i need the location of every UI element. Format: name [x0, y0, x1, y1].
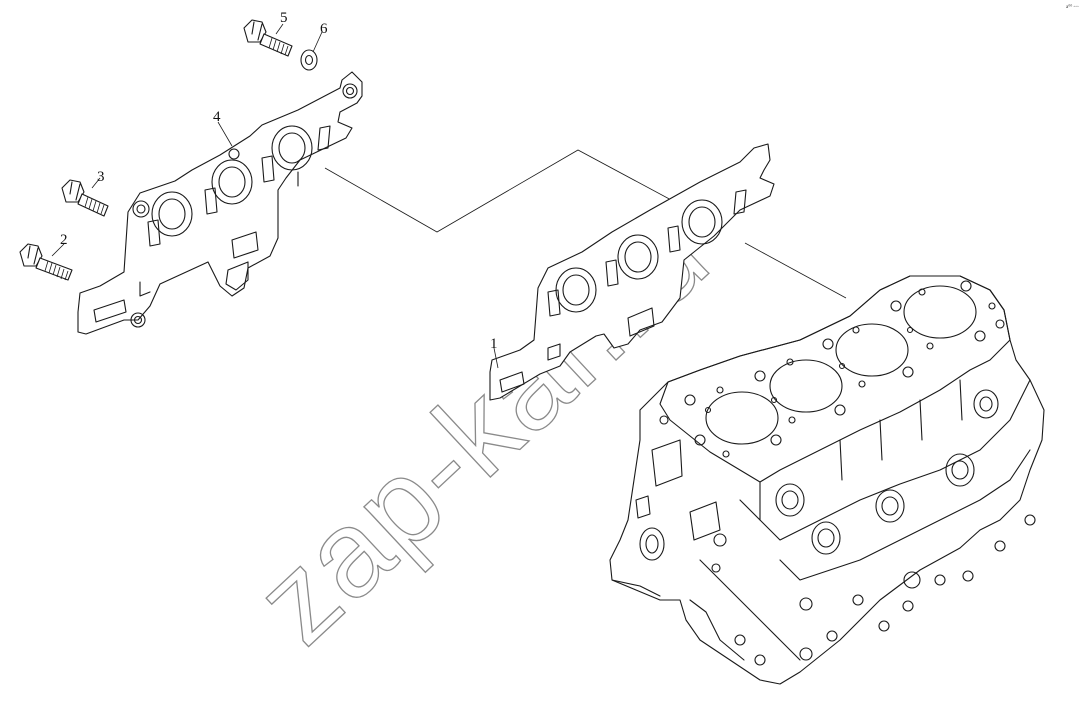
- callout-4: 4: [213, 109, 221, 125]
- engine-plate-exploded: [77, 71, 363, 335]
- callout-3: 3: [97, 169, 105, 185]
- deck-holes: [659, 280, 1005, 458]
- bolt-5: [243, 19, 293, 57]
- cylinder-block: [609, 275, 1045, 685]
- callout-6: 6: [320, 21, 328, 37]
- callout-leaders: [51, 23, 499, 369]
- callout-5: 5: [280, 10, 288, 26]
- bolt-3: [61, 179, 109, 217]
- washer-6: [300, 49, 318, 71]
- callout-1: 1: [490, 336, 498, 352]
- bolt-2: [19, 243, 73, 281]
- leader-lines: [324, 149, 847, 299]
- callout-2: 2: [60, 232, 68, 248]
- corner-mark: a⁰⁰ ◦◦◦: [1066, 4, 1079, 10]
- callout-labels: 1 2 3 4 5 6: [60, 10, 498, 352]
- engine-plate-installed: [489, 143, 775, 401]
